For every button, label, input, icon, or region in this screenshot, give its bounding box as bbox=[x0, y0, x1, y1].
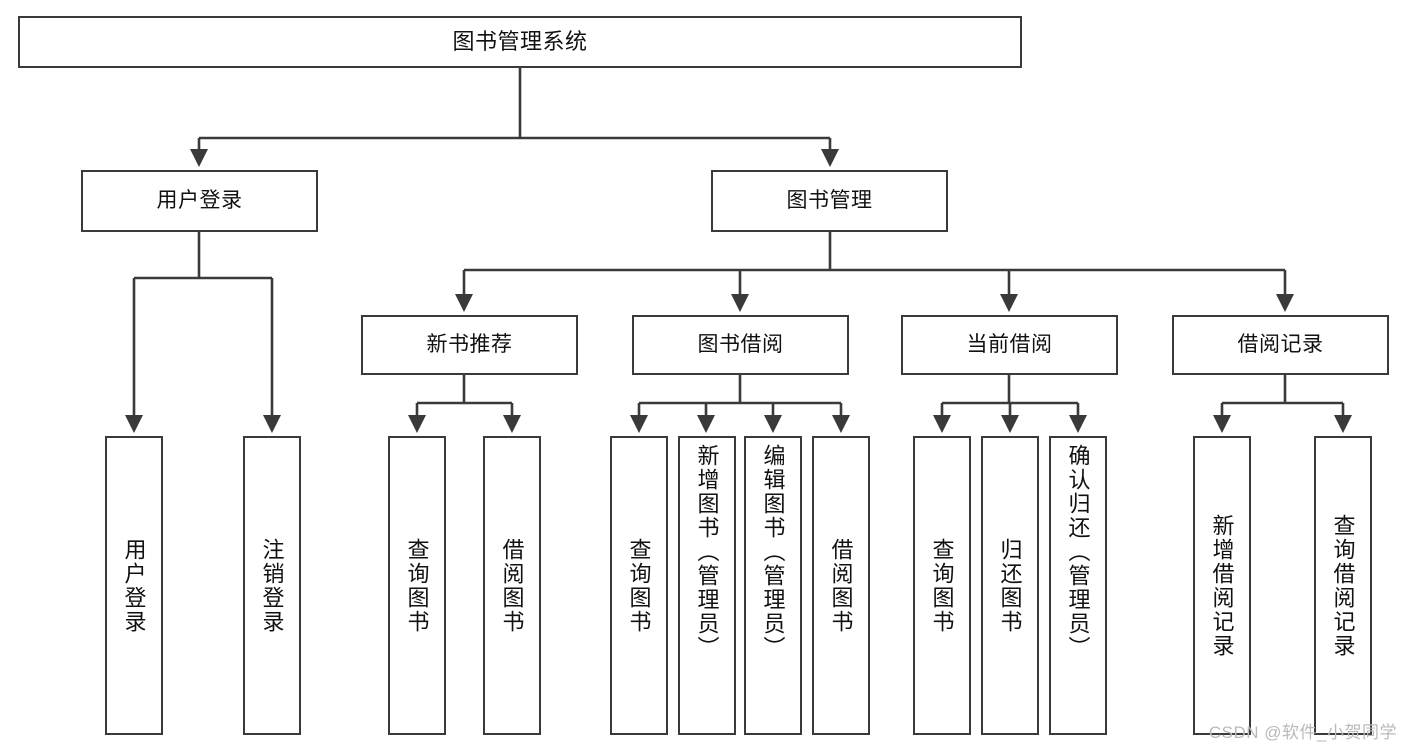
node-new-book-recommend-label: 新书推荐 bbox=[426, 333, 513, 357]
node-book-management[interactable]: 图书管理 bbox=[711, 170, 948, 232]
node-current-borrow[interactable]: 当前借阅 bbox=[901, 315, 1118, 375]
leaf-query-book-2-label: 查询图书 bbox=[626, 537, 652, 634]
leaf-edit-book[interactable]: 编辑图书（管理员） bbox=[744, 436, 802, 735]
leaf-borrow-book-2[interactable]: 借阅图书 bbox=[812, 436, 870, 735]
leaf-add-record[interactable]: 新增借阅记录 bbox=[1193, 436, 1251, 735]
node-root-label: 图书管理系统 bbox=[452, 28, 588, 54]
leaf-edit-book-label: 编辑图书（管理员） bbox=[760, 444, 786, 660]
node-book-borrow[interactable]: 图书借阅 bbox=[632, 315, 849, 375]
node-borrow-record-label: 借阅记录 bbox=[1237, 333, 1324, 357]
leaf-add-record-label: 新增借阅记录 bbox=[1209, 513, 1235, 658]
node-root[interactable]: 图书管理系统 bbox=[18, 16, 1022, 68]
node-borrow-record[interactable]: 借阅记录 bbox=[1172, 315, 1389, 375]
leaf-borrow-book-1-label: 借阅图书 bbox=[499, 537, 525, 634]
leaf-query-book-1-label: 查询图书 bbox=[404, 537, 430, 634]
leaf-user-login-label: 用户登录 bbox=[121, 537, 147, 634]
node-user-login[interactable]: 用户登录 bbox=[81, 170, 318, 232]
node-book-borrow-label: 图书借阅 bbox=[697, 333, 784, 357]
leaf-add-book[interactable]: 新增图书（管理员） bbox=[678, 436, 736, 735]
watermark: CSDN @软件_小贺同学 bbox=[1208, 723, 1397, 742]
leaf-query-record[interactable]: 查询借阅记录 bbox=[1314, 436, 1372, 735]
leaf-logout-label: 注销登录 bbox=[259, 537, 285, 634]
leaf-query-book-3-label: 查询图书 bbox=[929, 537, 955, 634]
leaf-return-book-label: 归还图书 bbox=[997, 537, 1023, 634]
leaf-borrow-book-1[interactable]: 借阅图书 bbox=[483, 436, 541, 735]
leaf-user-login[interactable]: 用户登录 bbox=[105, 436, 163, 735]
leaf-add-book-label: 新增图书（管理员） bbox=[694, 444, 720, 660]
node-new-book-recommend[interactable]: 新书推荐 bbox=[361, 315, 578, 375]
leaf-logout[interactable]: 注销登录 bbox=[243, 436, 301, 735]
node-current-borrow-label: 当前借阅 bbox=[966, 333, 1053, 357]
leaf-query-record-label: 查询借阅记录 bbox=[1330, 513, 1356, 658]
leaf-confirm-return[interactable]: 确认归还（管理员） bbox=[1049, 436, 1107, 735]
node-user-login-label: 用户登录 bbox=[156, 189, 243, 213]
leaf-query-book-3[interactable]: 查询图书 bbox=[913, 436, 971, 735]
leaf-borrow-book-2-label: 借阅图书 bbox=[828, 537, 854, 634]
leaf-query-book-2[interactable]: 查询图书 bbox=[610, 436, 668, 735]
node-book-management-label: 图书管理 bbox=[786, 189, 873, 213]
leaf-query-book-1[interactable]: 查询图书 bbox=[388, 436, 446, 735]
leaf-confirm-return-label: 确认归还（管理员） bbox=[1065, 444, 1091, 660]
leaf-return-book[interactable]: 归还图书 bbox=[981, 436, 1039, 735]
